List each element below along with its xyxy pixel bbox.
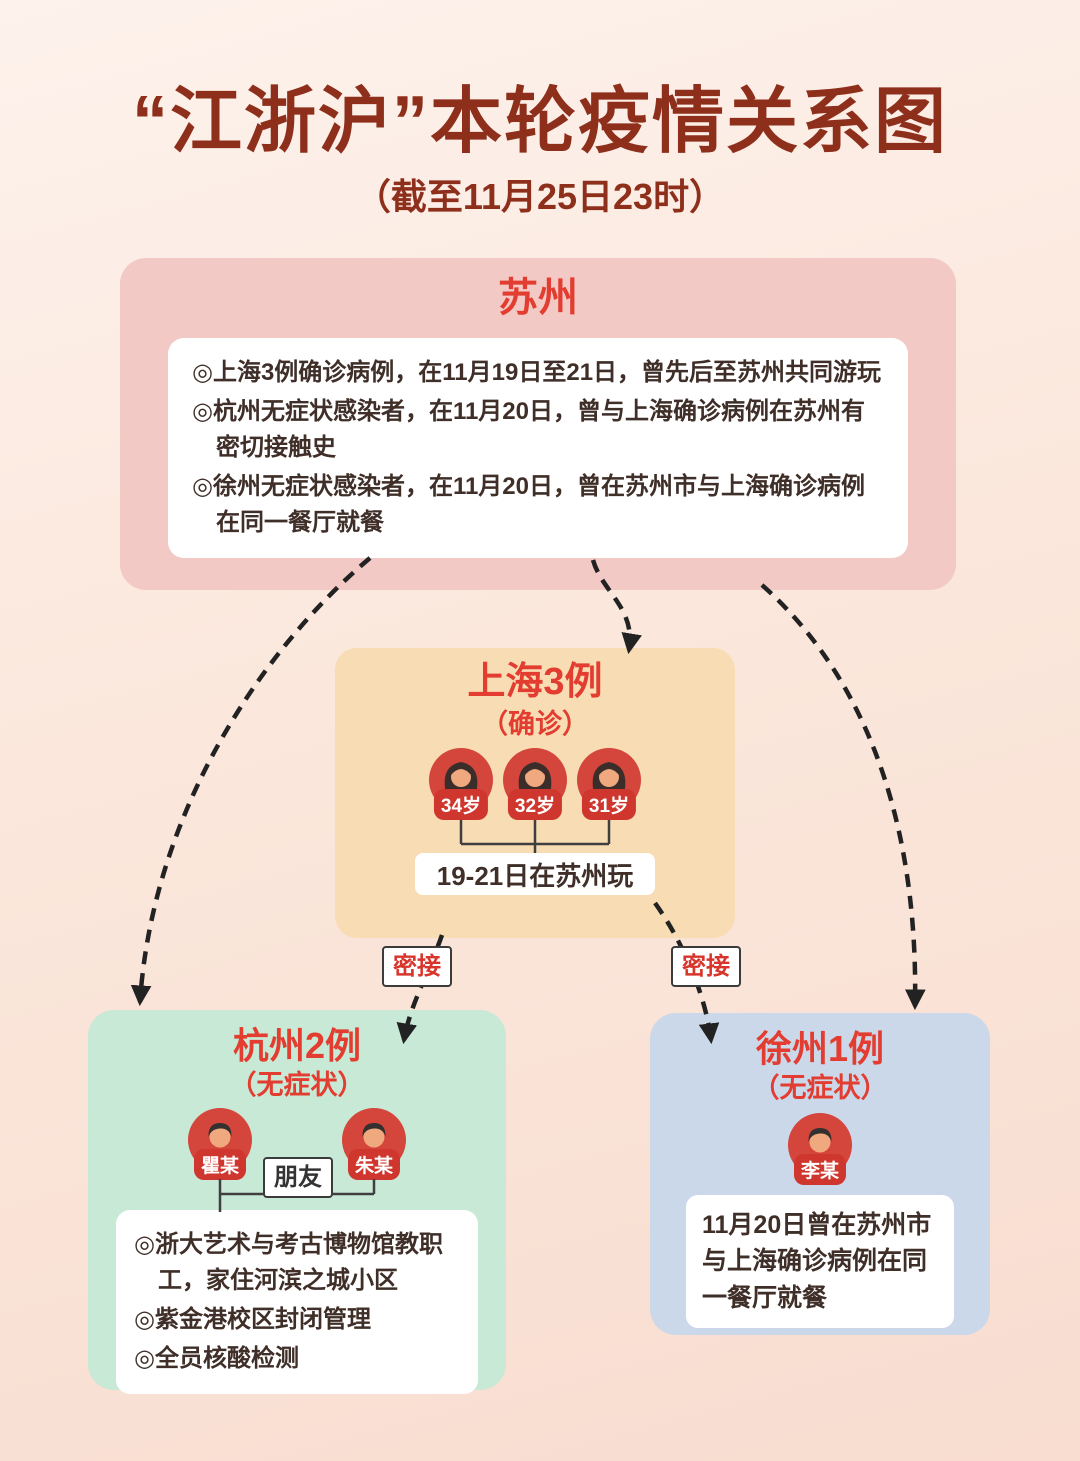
avatar-label: 32岁 bbox=[507, 788, 563, 820]
xuzhou-note-box: 11月20日曾在苏州市与上海确诊病例在同一餐厅就餐 bbox=[686, 1195, 954, 1328]
page-subtitle: （截至11月25日23时） bbox=[354, 176, 726, 217]
hangzhou-panel-title: 杭州2例 bbox=[232, 1025, 362, 1066]
suzhou-bullet-1: ◎上海3例确诊病例，在11月19日至21日，曾先后至苏州共同游玩 bbox=[192, 359, 882, 386]
xuzhou-panel: 徐州1例 （无症状） 李某 11月20日曾在苏州市与上海确诊病例在同一餐厅就餐 bbox=[650, 1013, 990, 1335]
avatar-label: 31岁 bbox=[581, 788, 637, 820]
person-avatar: 瞿某 bbox=[188, 1107, 252, 1180]
person-avatar: 朱某 bbox=[342, 1107, 406, 1180]
hangzhou-bullet-2: ◎紫金港校区封闭管理 bbox=[134, 1306, 371, 1333]
hangzhou-details-box: ◎浙大艺术与考古博物馆教职工，家住河滨之城小区 ◎紫金港校区封闭管理 ◎全员核酸… bbox=[116, 1210, 478, 1394]
person-avatar: 32岁 bbox=[503, 747, 567, 820]
suzhou-bullet-2: ◎杭州无症状感染者，在11月20日，曾与上海确诊病例在苏州有密切接触史 bbox=[192, 398, 866, 461]
shanghai-panel-subtitle: （确诊） bbox=[481, 708, 589, 739]
suzhou-details-box: ◎上海3例确诊病例，在11月19日至21日，曾先后至苏州共同游玩 ◎杭州无症状感… bbox=[168, 338, 908, 558]
xuzhou-people-row: 李某 bbox=[650, 1112, 990, 1185]
friend-badge: 朋友 bbox=[263, 1157, 333, 1199]
close-contact-badge-left: 密接 bbox=[382, 946, 452, 988]
person-avatar: 34岁 bbox=[429, 747, 493, 820]
suzhou-panel: 苏州 ◎上海3例确诊病例，在11月19日至21日，曾先后至苏州共同游玩 ◎杭州无… bbox=[120, 258, 956, 590]
suzhou-panel-title: 苏州 bbox=[498, 276, 578, 320]
avatar-label: 朱某 bbox=[347, 1148, 401, 1180]
suzhou-bullet-3: ◎徐州无症状感染者，在11月20日，曾在苏州市与上海确诊病例在同一餐厅就餐 bbox=[192, 473, 866, 536]
arrow-suzhou-to-xuzhou bbox=[760, 583, 926, 1011]
avatar-label: 李某 bbox=[793, 1153, 847, 1185]
shanghai-panel-title: 上海3例 bbox=[467, 661, 603, 703]
shanghai-note-box: 19-21日在苏州玩 bbox=[415, 853, 655, 895]
xuzhou-panel-title: 徐州1例 bbox=[755, 1028, 885, 1069]
page-title: “江浙沪”本轮疫情关系图 bbox=[131, 82, 948, 162]
hangzhou-panel-subtitle: （无症状） bbox=[229, 1070, 365, 1101]
hangzhou-panel: 杭州2例 （无症状） 瞿某 bbox=[88, 1010, 506, 1394]
person-avatar: 31岁 bbox=[577, 747, 641, 820]
hangzhou-bullet-1: ◎浙大艺术与考古博物馆教职工，家住河滨之城小区 bbox=[134, 1231, 443, 1294]
shanghai-people-row: 34岁 32岁 bbox=[335, 747, 735, 820]
avatar-label: 瞿某 bbox=[193, 1148, 247, 1180]
close-contact-badge-right: 密接 bbox=[671, 946, 741, 988]
shanghai-panel: 上海3例 （确诊） 34岁 bbox=[335, 648, 735, 938]
person-avatar: 李某 bbox=[788, 1112, 852, 1185]
avatar-label: 34岁 bbox=[433, 788, 489, 820]
hangzhou-bullet-3: ◎全员核酸检测 bbox=[134, 1345, 299, 1372]
hangzhou-people-row: 瞿某 朱某 bbox=[88, 1107, 506, 1180]
xuzhou-panel-subtitle: （无症状） bbox=[752, 1073, 888, 1104]
